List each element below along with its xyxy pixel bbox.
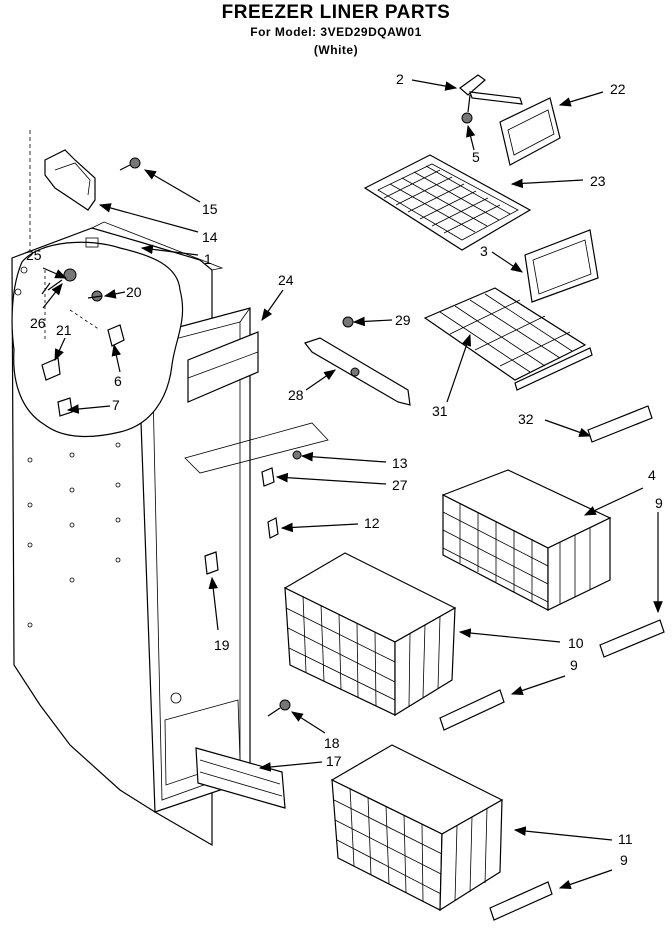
part-22-frame: [499, 97, 561, 166]
callout-21: 21: [56, 322, 72, 338]
callout-17: 17: [326, 753, 342, 769]
callout-24: 24: [278, 272, 294, 288]
part-10-basket: [283, 552, 457, 717]
part-24-trim: [187, 331, 259, 403]
callout-25: 25: [26, 247, 42, 263]
part-15-screw: [119, 157, 141, 171]
callout-7: 7: [112, 397, 120, 413]
part-29-screw: [342, 316, 354, 328]
callout-32: 32: [518, 411, 534, 427]
part-12-clip: [267, 517, 279, 539]
callout-12: 12: [364, 515, 380, 531]
callout-29: 29: [395, 312, 411, 328]
callout-20: 20: [126, 284, 142, 300]
part-17-rail: [195, 747, 286, 809]
callout-27: 27: [392, 477, 408, 493]
leader-arrows: [42, 79, 663, 890]
callout-15: 15: [202, 201, 218, 217]
part-31-shelf: [423, 287, 593, 391]
callout-4: 4: [648, 467, 656, 483]
part-11-basket: [330, 744, 504, 912]
part-28-bracket: [304, 337, 411, 406]
part-4-basket: [441, 469, 612, 611]
part-3-frame: [524, 229, 599, 303]
part-32-rail: [587, 405, 653, 443]
diagram-title: FREEZER LINER PARTS: [221, 2, 451, 23]
callout-11: 11: [618, 831, 633, 847]
callout-18: 18: [324, 735, 340, 751]
part-27-clip: [261, 467, 275, 487]
callout-19: 19: [214, 637, 230, 653]
callout-6: 6: [114, 373, 122, 389]
callout-9-a: 9: [655, 495, 663, 511]
part-19-clip: [204, 551, 219, 575]
part-18-screw: [279, 699, 291, 711]
part-23-shelf: [363, 154, 532, 251]
part-13-clip: [292, 450, 302, 460]
part-9-rail-a: [599, 619, 665, 658]
part-5-screw: [461, 112, 473, 124]
color-line: (White): [313, 43, 359, 57]
part-9-rail-c: [489, 881, 553, 921]
freezer-liner: [11, 221, 251, 847]
callout-23: 23: [590, 173, 606, 189]
callout-13: 13: [392, 455, 408, 471]
callout-2: 2: [396, 71, 404, 87]
callout-5: 5: [472, 149, 480, 165]
part-2-hinge: [459, 74, 523, 113]
callout-14: 14: [202, 229, 218, 245]
callout-10: 10: [568, 635, 584, 651]
callout-22: 22: [610, 81, 626, 97]
callout-9-c: 9: [620, 852, 628, 868]
part-13-panel: [184, 422, 329, 474]
part-14-bracket: [29, 130, 96, 255]
callout-28: 28: [288, 387, 304, 403]
callout-1: 1: [204, 251, 212, 267]
callout-31: 31: [432, 403, 448, 419]
part-9-rail-b: [439, 689, 505, 731]
callout-26: 26: [30, 315, 46, 331]
model-line: For Model: 3VED29DQAW01: [250, 25, 422, 39]
callout-3: 3: [480, 243, 488, 259]
callout-9-b: 9: [570, 657, 578, 673]
